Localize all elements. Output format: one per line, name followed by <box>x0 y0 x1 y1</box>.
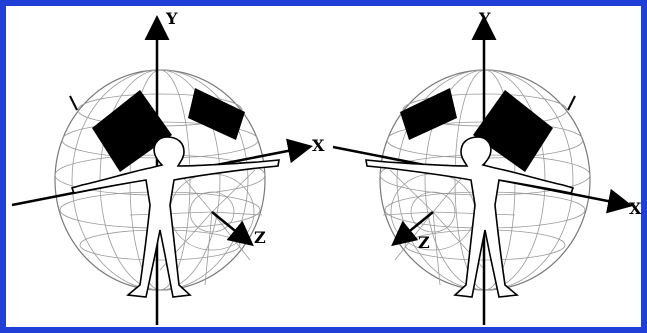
right-tick-mark <box>568 96 575 110</box>
right-view: Y X Z <box>333 9 642 325</box>
right-x-label: X <box>629 199 642 218</box>
right-z-label: Z <box>418 233 430 252</box>
left-view: Y X Z <box>12 9 325 325</box>
left-tick-mark <box>70 96 77 110</box>
left-z-label: Z <box>254 228 266 247</box>
left-y-label: Y <box>165 9 178 28</box>
right-y-label: Y <box>478 9 491 28</box>
left-x-label: X <box>312 136 325 155</box>
